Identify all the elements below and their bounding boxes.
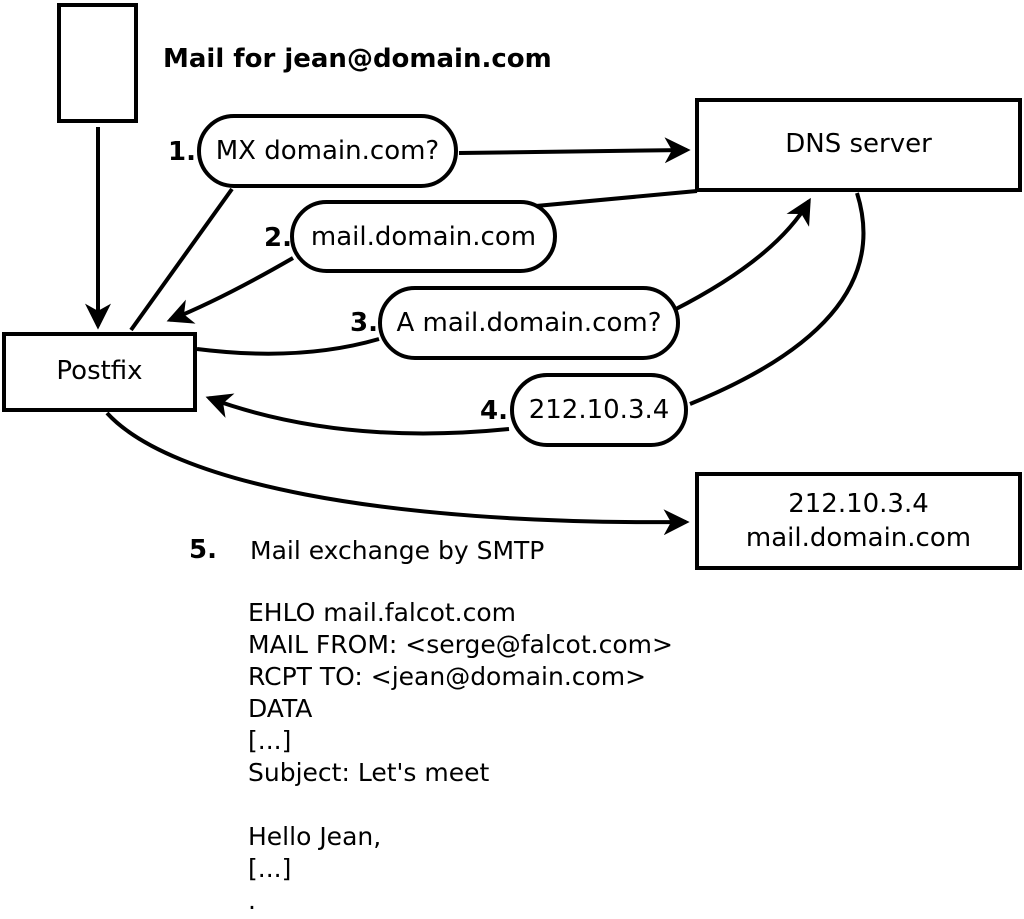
smtp-line-hello: Hello Jean,: [248, 822, 382, 851]
step-2-answer-oval: mail.domain.com: [290, 200, 557, 273]
smtp-line-rcpt-to: RCPT TO: <jean@domain.com>: [248, 662, 647, 691]
arrow-query3-to-dns: [673, 197, 811, 312]
smtp-line-ellipsis-2: [...]: [248, 854, 292, 883]
dns-server-node: DNS server: [695, 98, 1022, 192]
smtp-line-end-dot: .: [248, 886, 256, 915]
smtp-line-blank: [248, 789, 673, 821]
mail-for-annotation: Mail for jean@domain.com: [163, 44, 552, 74]
step-3-query-label: A mail.domain.com?: [396, 308, 662, 338]
smtp-line-data: DATA: [248, 694, 313, 723]
step-4-number: 4.: [480, 396, 508, 426]
envelope-box: [57, 3, 138, 123]
smtp-line-subject: Subject: Let's meet: [248, 758, 490, 787]
step-1-number: 1.: [168, 137, 196, 167]
dns-server-label: DNS server: [785, 129, 932, 160]
smtp-line-ellipsis-1: [...]: [248, 726, 292, 755]
step-1-query-oval: MX domain.com?: [197, 114, 458, 188]
postfix-node: Postfix: [2, 332, 197, 412]
mail-server-ip: 212.10.3.4: [788, 489, 929, 519]
step-1-query-label: MX domain.com?: [215, 136, 440, 166]
arrow-answer4-to-postfix: [205, 393, 510, 436]
step-3-number: 3.: [350, 308, 378, 338]
step-4-answer-oval: 212.10.3.4: [510, 373, 688, 447]
smtp-line-ehlo: EHLO mail.falcot.com: [248, 598, 517, 627]
smtp-session-transcript: EHLO mail.falcot.com MAIL FROM: <serge@f…: [248, 597, 673, 917]
line-dns-to-answer2: [535, 189, 698, 208]
line-dns-to-answer4: [689, 192, 866, 406]
step-2-number: 2.: [264, 223, 292, 253]
step-5-number: 5.: [189, 535, 217, 565]
line-postfix-to-query1: [129, 187, 234, 332]
arrow-answer2-to-postfix: [166, 256, 295, 324]
arrow-postfix-to-mailserver: [105, 411, 690, 536]
arrow-query1-to-dns: [458, 137, 691, 164]
step-2-answer-label: mail.domain.com: [310, 221, 537, 252]
step-5-label: Mail exchange by SMTP: [250, 536, 545, 565]
step-4-answer-label: 212.10.3.4: [528, 395, 670, 425]
postfix-label: Postfix: [56, 356, 143, 387]
mail-server-hostname: mail.domain.com: [745, 523, 972, 553]
step-3-query-oval: A mail.domain.com?: [378, 286, 680, 360]
line-postfix-to-query3: [196, 337, 380, 356]
smtp-line-mail-from: MAIL FROM: <serge@falcot.com>: [248, 630, 673, 659]
mail-server-node: 212.10.3.4 mail.domain.com: [695, 472, 1022, 570]
